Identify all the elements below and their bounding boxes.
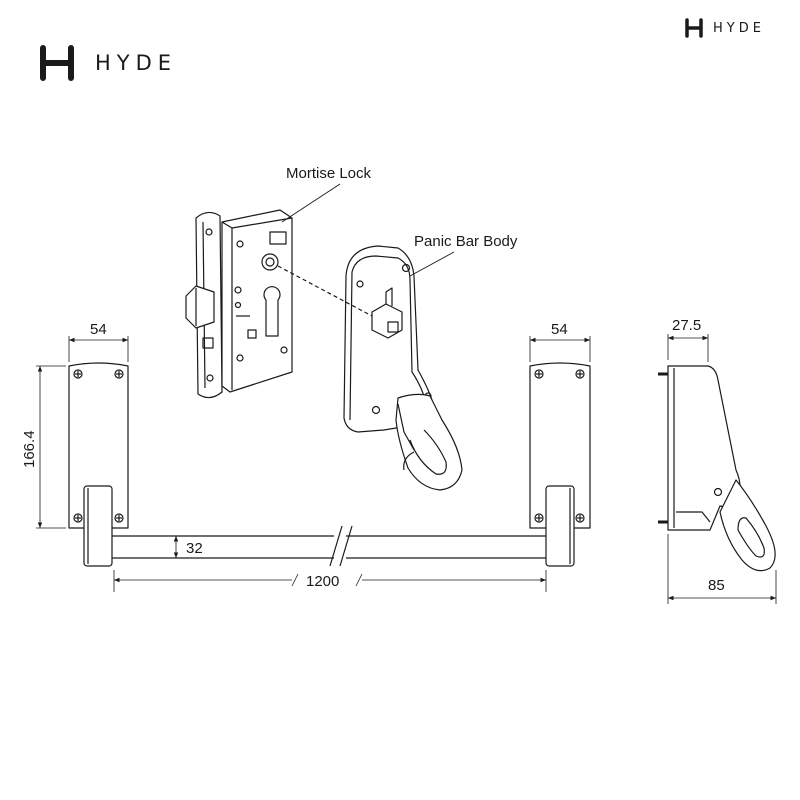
hyde-logo-small: HYDE xyxy=(684,18,765,38)
panic-bar-body-illustration xyxy=(343,245,463,491)
dim-side-width: 85 xyxy=(708,577,725,594)
left-end-body xyxy=(68,362,129,567)
side-view-illustration xyxy=(658,365,776,572)
dim-right-body-width: 54 xyxy=(551,321,568,338)
brand-name: HYDE xyxy=(713,20,765,36)
mortise-lock-label: Mortise Lock xyxy=(286,165,372,182)
brand-name: HYDE xyxy=(95,51,178,75)
dim-bar-height: 32 xyxy=(186,540,203,557)
right-end-body xyxy=(529,362,591,567)
dim-side-depth: 27.5 xyxy=(672,317,701,334)
hyde-h-icon xyxy=(685,18,703,38)
dim-left-body-width: 54 xyxy=(90,321,107,338)
dim-bar-length: 1200 xyxy=(306,573,339,590)
mortise-lock-illustration xyxy=(185,209,293,399)
push-bar xyxy=(112,525,546,567)
dim-body-height: 166.4 xyxy=(21,430,38,468)
hyde-logo-large: HYDE xyxy=(38,44,177,82)
panic-bar-body-label: Panic Bar Body xyxy=(414,233,518,250)
hyde-h-icon xyxy=(40,45,74,81)
